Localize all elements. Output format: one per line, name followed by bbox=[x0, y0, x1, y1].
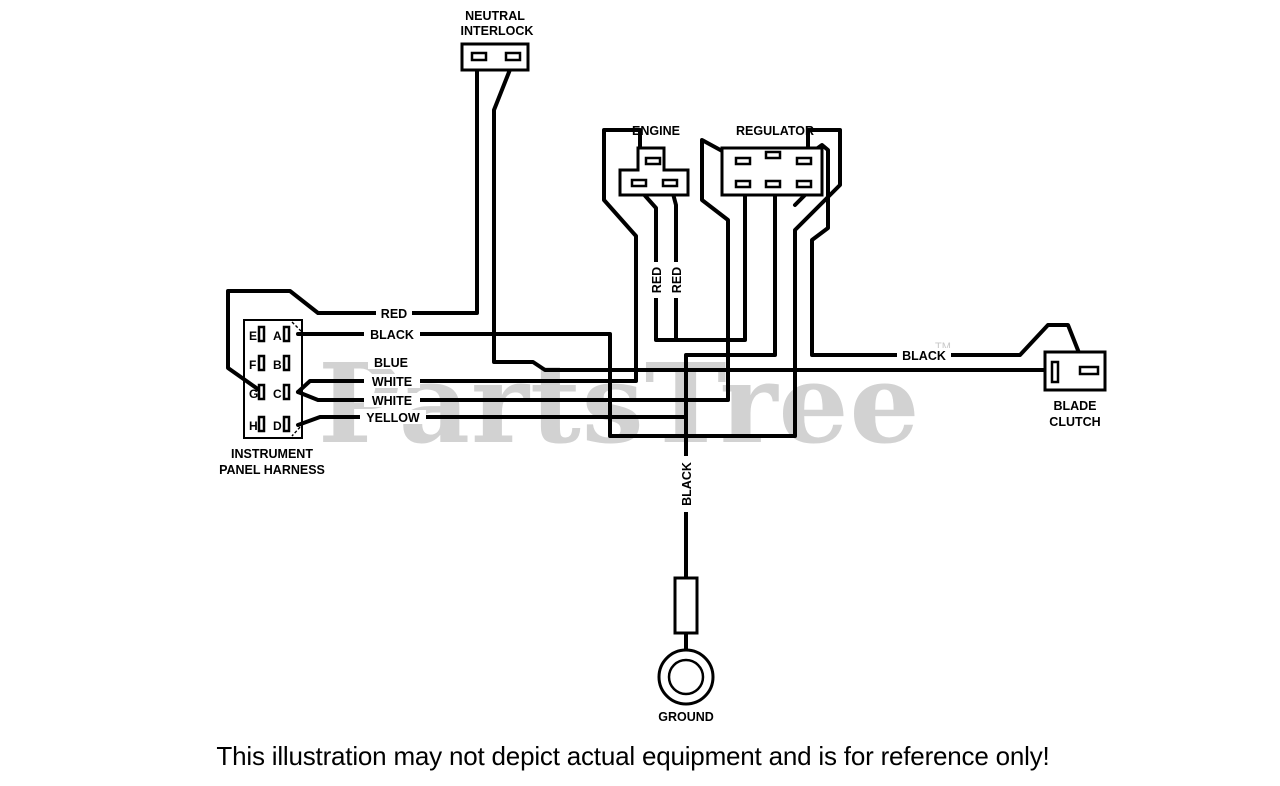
ground-ring-inner bbox=[667, 658, 705, 696]
engine-terminal-top bbox=[644, 156, 662, 166]
wire-label-red-right: RED bbox=[670, 267, 684, 293]
label-ground: GROUND bbox=[658, 710, 714, 724]
blade-clutch-terminal-2 bbox=[1078, 365, 1100, 376]
regulator-terminal-3 bbox=[795, 156, 813, 166]
wire-black-clutch bbox=[806, 143, 1087, 370]
label-neutral: NEUTRAL bbox=[465, 9, 525, 23]
pin-d: D bbox=[273, 419, 282, 433]
wire-red-interlock bbox=[226, 60, 479, 394]
wire-white-2 bbox=[296, 138, 737, 402]
regulator-terminal-6 bbox=[795, 179, 813, 189]
pin-c: C bbox=[273, 387, 282, 401]
pin-b-terminal bbox=[282, 354, 291, 372]
wire-label-red-left: RED bbox=[650, 267, 664, 293]
engine-terminal-left bbox=[630, 178, 648, 188]
wires bbox=[226, 60, 1087, 580]
ground-sleeve bbox=[673, 576, 699, 635]
label-panel-harness: PANEL HARNESS bbox=[219, 463, 325, 477]
label-interlock: INTERLOCK bbox=[461, 24, 534, 38]
pin-f-terminal bbox=[257, 354, 266, 372]
harness-dashed-edge bbox=[291, 321, 303, 437]
wire-label-white-1: WHITE bbox=[372, 375, 412, 389]
interlock-terminal-1 bbox=[470, 51, 488, 62]
regulator-terminal-1 bbox=[734, 156, 752, 166]
pin-g-terminal bbox=[257, 383, 266, 401]
ground-terminal: GROUND bbox=[657, 576, 715, 724]
label-blade: BLADE bbox=[1053, 399, 1096, 413]
pin-a-terminal bbox=[282, 325, 291, 343]
pin-e-terminal bbox=[257, 325, 266, 343]
label-clutch: CLUTCH bbox=[1049, 415, 1100, 429]
pin-h: H bbox=[249, 419, 258, 433]
wire-label-blue: BLUE bbox=[374, 356, 408, 370]
blade-clutch-connector: BLADE CLUTCH bbox=[1043, 350, 1107, 429]
wire-red-right bbox=[670, 188, 747, 342]
interlock-terminal-2 bbox=[504, 51, 522, 62]
pin-e: E bbox=[249, 329, 257, 343]
instrument-panel-harness: E A F B G C H D INSTRUMENT PANEL HARNESS bbox=[219, 319, 325, 477]
wire-label-red-top: RED bbox=[381, 307, 407, 321]
engine-connector: ENGINE bbox=[618, 124, 690, 197]
regulator-connector: REGULATOR bbox=[720, 124, 824, 197]
pin-g: G bbox=[249, 387, 258, 401]
regulator-terminal-5 bbox=[764, 179, 782, 189]
wire-interlock-return bbox=[492, 60, 1052, 372]
engine-terminal-right bbox=[661, 178, 679, 188]
pin-h-terminal bbox=[257, 415, 266, 433]
engine-housing bbox=[618, 146, 690, 197]
neutral-interlock: NEUTRAL INTERLOCK bbox=[460, 9, 534, 72]
wire-black-a bbox=[296, 128, 842, 438]
disclaimer-text: This illustration may not depict actual … bbox=[216, 741, 1050, 771]
wire-label-white-2: WHITE bbox=[372, 394, 412, 408]
regulator-terminal-2 bbox=[764, 150, 782, 160]
blade-clutch-terminal-1 bbox=[1050, 360, 1060, 384]
wire-label-black-clutch: BLACK bbox=[902, 349, 946, 363]
label-instrument: INSTRUMENT bbox=[231, 447, 313, 461]
pin-b: B bbox=[273, 358, 282, 372]
wire-yellow bbox=[296, 415, 688, 427]
pin-f: F bbox=[249, 358, 256, 372]
wire-label-black-ground: BLACK bbox=[680, 462, 694, 506]
label-regulator: REGULATOR bbox=[736, 124, 814, 138]
wire-label-black-a: BLACK bbox=[370, 328, 414, 342]
pin-a: A bbox=[273, 329, 282, 343]
label-engine: ENGINE bbox=[632, 124, 680, 138]
wire-label-yellow: YELLOW bbox=[366, 411, 420, 425]
pin-c-terminal bbox=[282, 383, 291, 401]
wire-labels: RED BLACK BLUE WHITE WHITE YELLOW RED RE… bbox=[360, 262, 951, 512]
pin-d-terminal bbox=[282, 415, 291, 433]
regulator-terminal-4 bbox=[734, 179, 752, 189]
